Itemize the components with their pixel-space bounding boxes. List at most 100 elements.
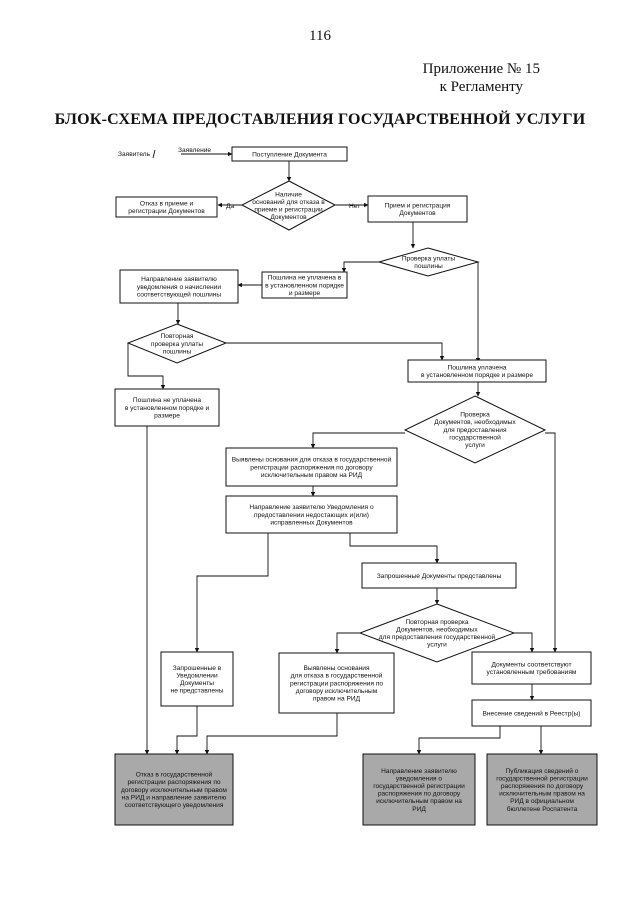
edge-registry-to-notice [416, 726, 501, 755]
edges [127, 151, 558, 755]
node-label-line: исключительным правом на РИД [261, 472, 363, 479]
node-label-line: регистрации распоряжения по [127, 779, 220, 786]
node-label-line: распоряжения по договору [501, 783, 584, 790]
node-label-line: на РИД и направление заявителю [122, 794, 227, 801]
label-applicant: Заявитель [118, 151, 151, 158]
node-label-line: исключительным правом на [499, 791, 585, 798]
node-label-line: договору исключительным [296, 688, 378, 695]
node-label-line: Пошлина уплачена [447, 365, 506, 372]
node-label-line: регистрации Документов [128, 208, 205, 215]
node-label-line: Запрошенные в [173, 665, 222, 672]
node-label-line: соответствующей пошлины [137, 290, 222, 298]
node-label-line: услуги [465, 442, 485, 449]
node-label-line: Публикация сведений о [506, 767, 579, 775]
node-label-line: РИД [412, 806, 426, 813]
edge-notify-to-submitted [349, 533, 440, 564]
node-label-line: для предоставления [443, 427, 506, 434]
node-label-line: исправленных Документов [270, 519, 353, 526]
edge-recheck-paid [226, 342, 445, 361]
edge-grounds2-to-refusal [204, 713, 338, 755]
node-label-line: регистрации распоряжения по [290, 680, 383, 687]
node-label-line: и размере [289, 290, 321, 297]
edge-recheck-unpaid [127, 343, 166, 390]
edge-docs-grounds [310, 432, 405, 449]
node-label-line: Пошлина не уплачена в [268, 275, 342, 282]
edge-recheck-grounds [334, 632, 360, 654]
appendix-line-1: Приложение № 15 [422, 61, 540, 77]
node-label-line: РИД в официальном [510, 798, 574, 805]
node-label-line: для отказа в государственной [291, 672, 383, 680]
node-label-line: бюллетене Роспатента [507, 805, 578, 813]
node-label-line: услуги [427, 642, 447, 649]
node-label-line: Документов, необходимых [396, 626, 478, 634]
node-label-line: Отказ в государственной [136, 771, 213, 779]
node-label-line: в установленном порядке и размере [421, 372, 533, 379]
node-label-line: Отказ в приеме и [140, 201, 194, 208]
page-title: БЛОК-СХЕМА ПРЕДОСТАВЛЕНИЯ ГОСУДАРСТВЕННО… [54, 111, 586, 128]
node-label-line: в установленном порядке и [125, 405, 210, 412]
node-label-line: Прием и регистрация [385, 203, 451, 210]
node-registry-entry: Внесение сведений в Реестр(ы) [483, 709, 581, 717]
edge-recheck-ok [514, 632, 535, 653]
node-label-line: правом на РИД [313, 696, 361, 703]
node-label-line: установленным требованиям [487, 668, 577, 676]
node-grounds-found: Выявлены основания для отказа в государс… [232, 456, 392, 479]
node-label-line: соответствующего уведомления [125, 802, 224, 809]
node-notify-missing: Направление заявителю Уведомления опредо… [249, 504, 374, 526]
node-label-line: договору исключительным правом [121, 787, 227, 794]
node-label-line: для предоставления государственной [379, 633, 496, 641]
node-label-line: Пошлина не уплачена [133, 397, 201, 404]
edge-notify-to-not-submitted [194, 533, 269, 653]
node-label-line: Проверка [460, 412, 490, 419]
label-no: Нет [349, 203, 360, 210]
node-fee-unpaid: Пошлина не уплачена вв установленном пор… [265, 275, 344, 297]
edge-docs-ok [545, 432, 558, 653]
node-label-line: оснований для отказа в [252, 198, 325, 206]
node-label-line: государственной [449, 433, 501, 441]
node-label-line: приеме и регистрации [254, 207, 323, 214]
node-label-line: Выявлены основания [303, 665, 369, 672]
page-number: 116 [309, 28, 331, 44]
edge-notsubmitted-to-refusal [174, 706, 198, 755]
node-label-line: пошлины [163, 348, 192, 355]
node-label-line: Документы соответствуют [491, 662, 571, 669]
node-label-line: Выявлены основания для отказа в государс… [232, 456, 392, 464]
edge-fee-unpaid [341, 261, 379, 273]
node-label-line: Направление заявителю [381, 768, 457, 775]
node-label-line: Уведомлении [176, 673, 218, 680]
node-label-line: исключительным правом на [376, 798, 462, 805]
node-label-line: распоряжения по договору [378, 791, 461, 798]
node-label-line: Повторная проверка [405, 619, 468, 626]
node-label-line: Направление заявителю [141, 276, 217, 283]
node-label-line: в установленном порядке [265, 282, 344, 289]
node-label-line: пошлины [414, 263, 443, 270]
node-label-line: проверка уплаты [151, 341, 203, 348]
node-label-line: Документов [399, 210, 436, 217]
node-label-line: государственной регистрации [496, 774, 588, 782]
node-label-line: предоставлении недостающих и(или) [254, 512, 369, 519]
node-label-line: регистрации распоряжения по договору [250, 464, 373, 471]
node-label-line: Направление заявителю Уведомления о [249, 504, 374, 511]
node-label-line: не представлены [171, 688, 224, 695]
node-label-line: Повторная [161, 333, 194, 340]
node-label-line: Поступление Документа [252, 151, 327, 158]
edge-labels: Заявитель Заявление Да Нет [118, 147, 360, 210]
node-label-line: государственной регистрации [373, 782, 465, 790]
node-label-line: уведомления о [396, 775, 443, 782]
